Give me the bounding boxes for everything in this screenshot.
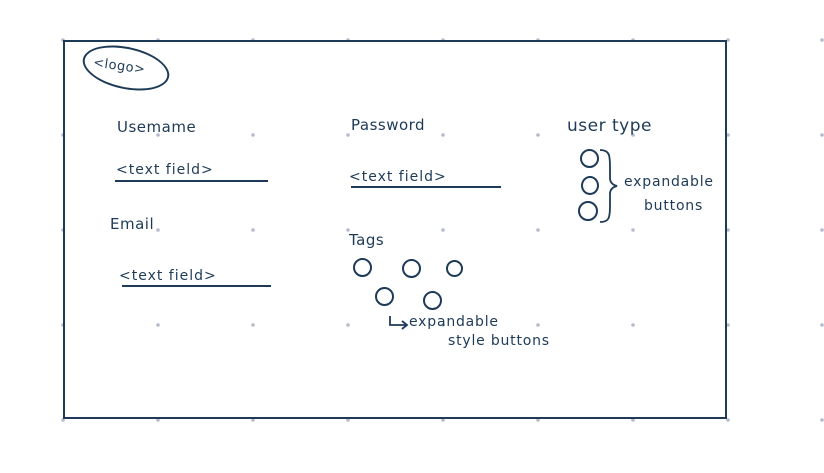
tag-button-1[interactable]: [353, 258, 372, 277]
grid-dot: [631, 228, 635, 232]
grid-dot: [726, 228, 730, 232]
grid-dot: [156, 418, 160, 422]
grid-dot: [251, 418, 255, 422]
grid-dot: [726, 38, 730, 42]
grid-dot: [441, 228, 445, 232]
email-label: Email: [110, 215, 155, 233]
user-type-button-2[interactable]: [581, 176, 599, 195]
tags-note-line1: expandable: [409, 314, 499, 330]
grid-dot: [251, 323, 255, 327]
tags-label: Tags: [349, 231, 385, 249]
user-type-note-line2: buttons: [644, 198, 704, 214]
grid-dot: [536, 418, 540, 422]
grid-dot: [346, 133, 350, 137]
password-text-field[interactable]: <text field>: [349, 169, 447, 185]
grid-dot: [820, 418, 824, 422]
grid-dot: [631, 418, 635, 422]
tag-button-3[interactable]: [446, 260, 463, 277]
user-type-button-1[interactable]: [580, 149, 599, 168]
username-field-underline: [115, 180, 268, 182]
tag-button-2[interactable]: [402, 259, 421, 278]
wireframe-frame: [63, 40, 727, 419]
right-brace-icon: [599, 149, 618, 223]
grid-dot: [346, 228, 350, 232]
username-label: Usemame: [117, 118, 197, 136]
grid-dot: [726, 323, 730, 327]
user-type-button-3[interactable]: [578, 201, 598, 221]
grid-dot: [156, 323, 160, 327]
grid-dot: [820, 38, 824, 42]
grid-dot: [441, 133, 445, 137]
grid-dot: [251, 228, 255, 232]
user-type-note-line1: expandable: [624, 174, 714, 190]
user-type-label: user type: [567, 116, 652, 136]
grid-dot: [536, 323, 540, 327]
grid-dot: [631, 133, 635, 137]
password-field-underline: [351, 186, 501, 188]
grid-dot: [820, 228, 824, 232]
grid-dot: [156, 133, 160, 137]
grid-dot: [346, 418, 350, 422]
grid-dot: [820, 323, 824, 327]
tag-button-4[interactable]: [375, 287, 394, 306]
grid-dot: [536, 228, 540, 232]
grid-dot: [61, 418, 65, 422]
username-text-field[interactable]: <text field>: [116, 162, 214, 178]
grid-dot: [441, 418, 445, 422]
tag-button-5[interactable]: [423, 291, 442, 310]
hooked-arrow-icon: [389, 316, 409, 330]
grid-dot: [441, 323, 445, 327]
email-text-field[interactable]: <text field>: [119, 268, 217, 284]
grid-dot: [346, 323, 350, 327]
email-field-underline: [122, 285, 271, 287]
grid-dot: [820, 133, 824, 137]
grid-dot: [251, 133, 255, 137]
grid-dot: [156, 228, 160, 232]
password-label: Password: [351, 116, 426, 134]
grid-dot: [726, 133, 730, 137]
tags-note-line2: style buttons: [448, 333, 550, 349]
grid-dot: [631, 323, 635, 327]
grid-dot: [536, 133, 540, 137]
grid-dot: [726, 418, 730, 422]
